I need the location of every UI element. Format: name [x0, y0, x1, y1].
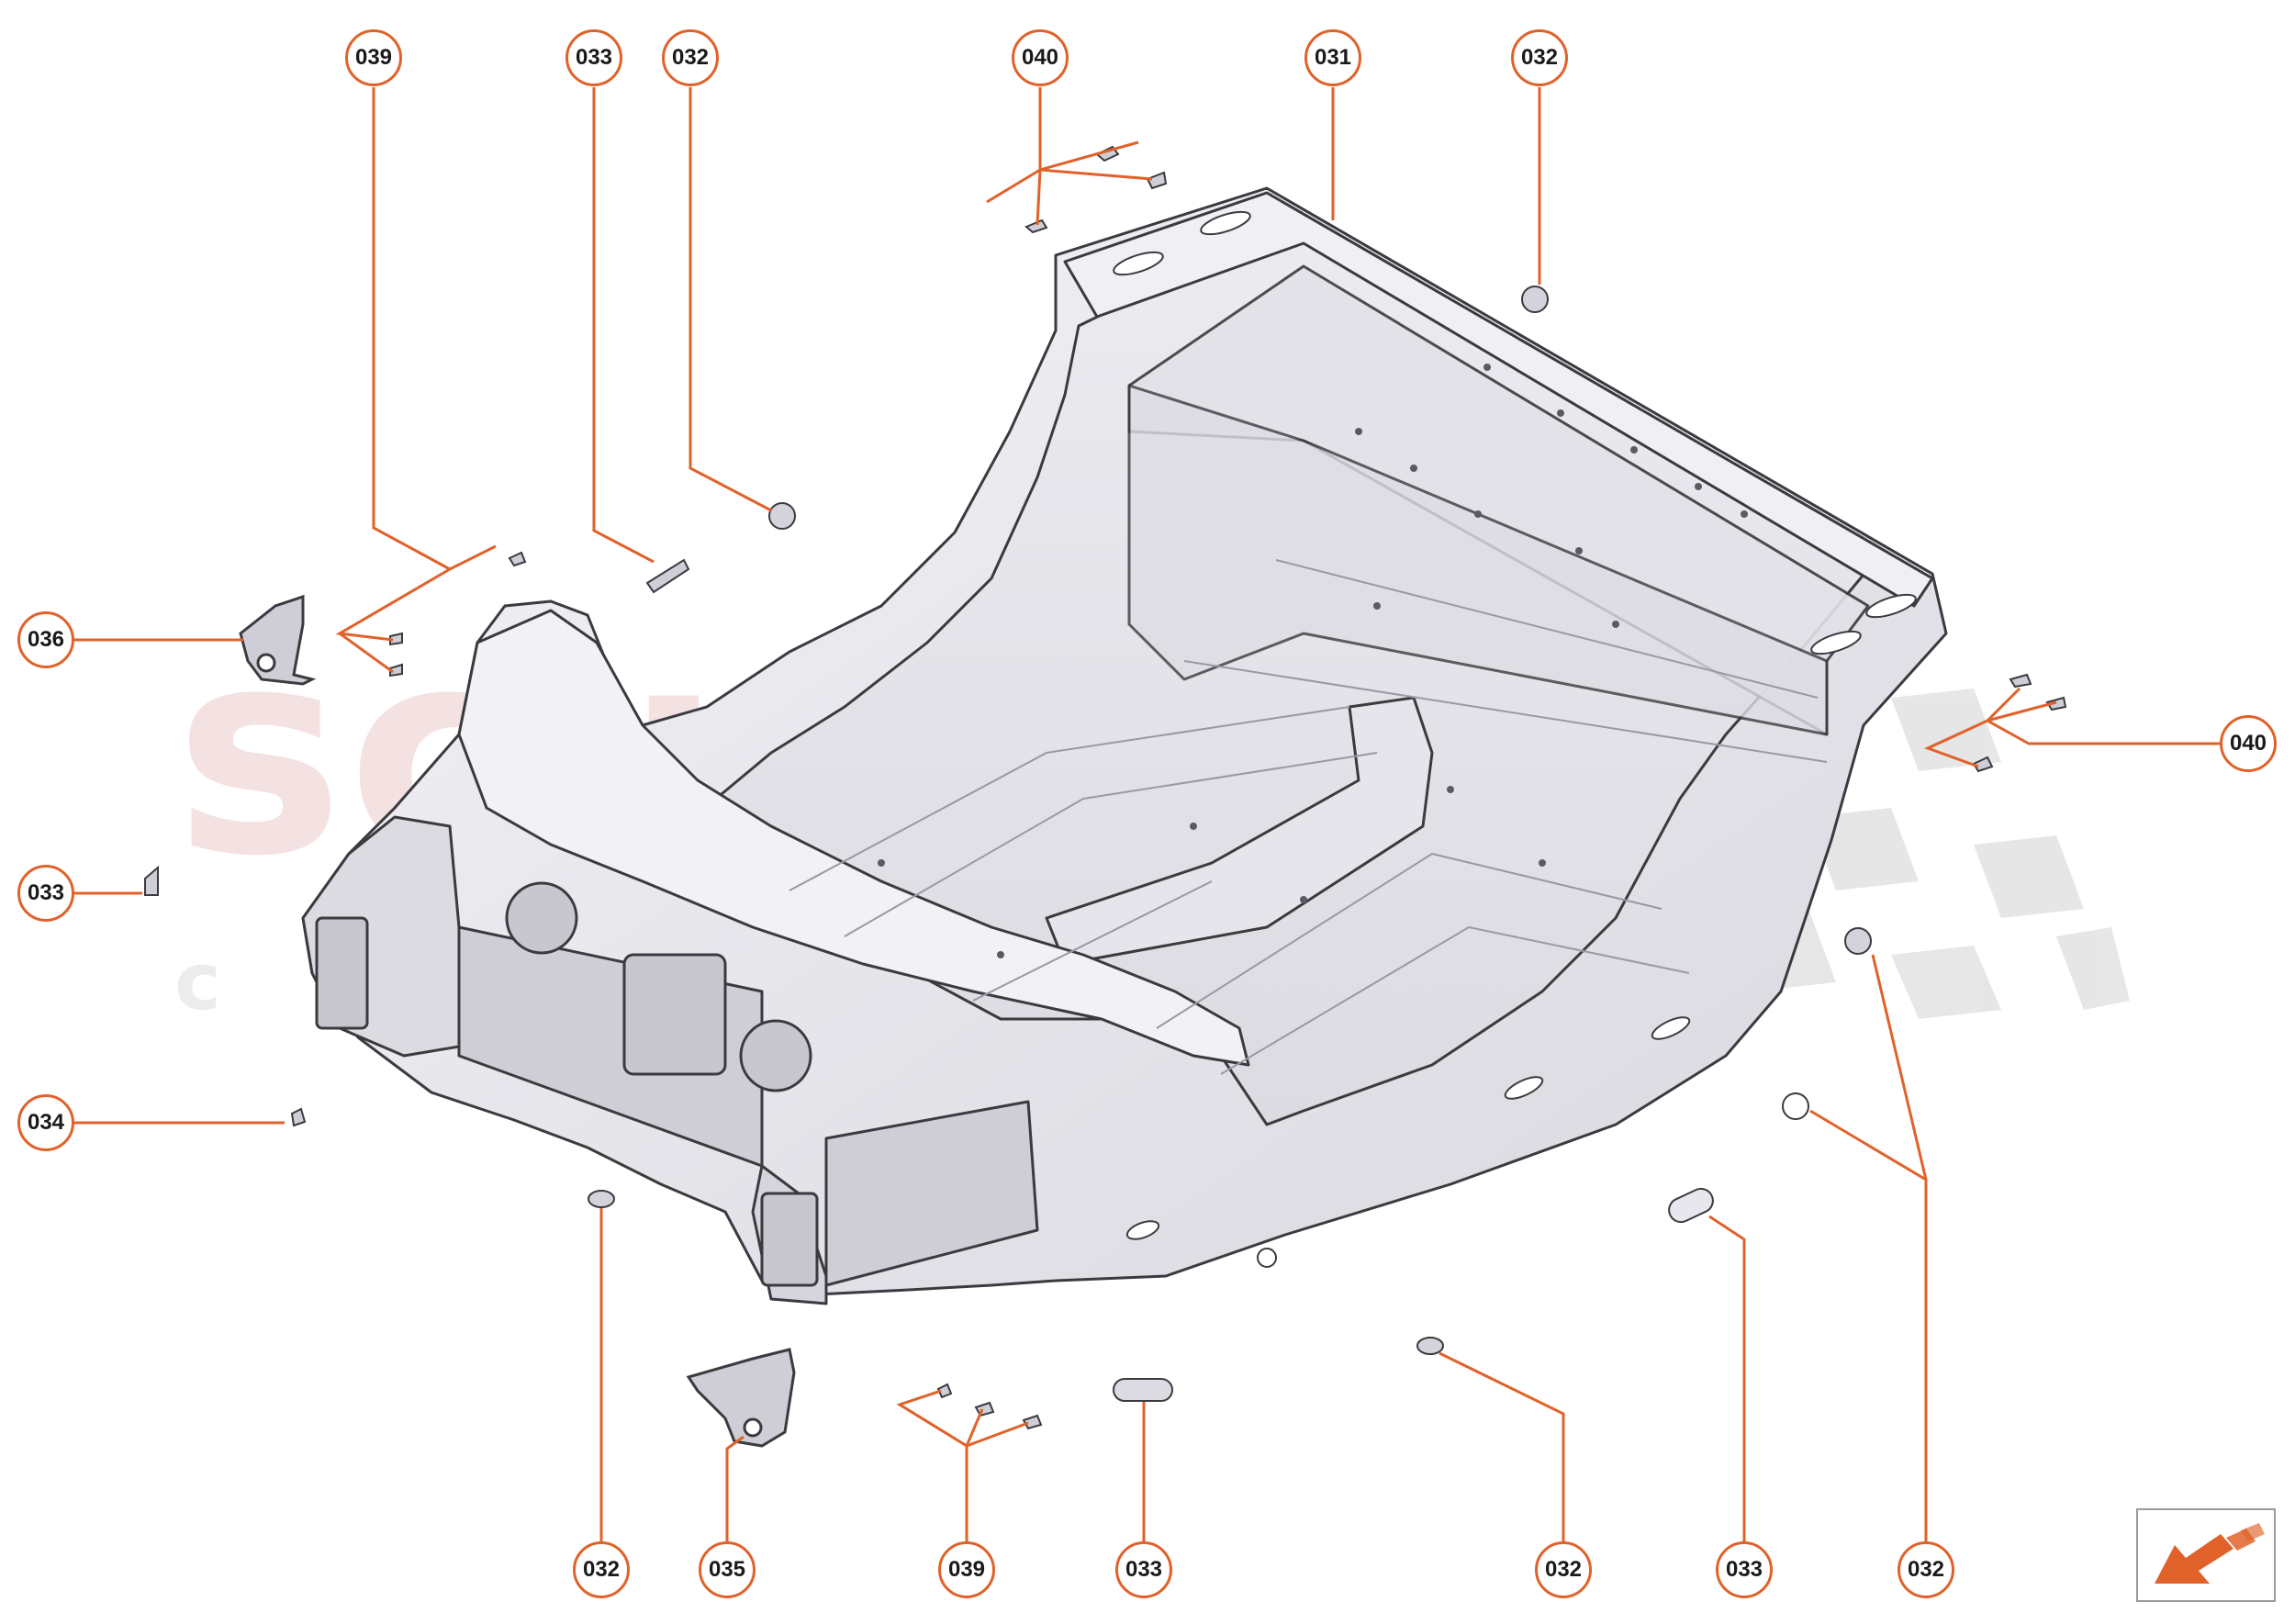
callout-033-left[interactable]: 033 — [17, 865, 74, 922]
view-navigation-button[interactable] — [2136, 1508, 2276, 1602]
callout-040-right[interactable]: 040 — [2220, 715, 2277, 772]
callout-039-bottom[interactable]: 039 — [938, 1541, 995, 1598]
leader-lines — [60, 87, 2234, 1547]
callout-033-bottom-right[interactable]: 033 — [1716, 1541, 1773, 1598]
callout-035-bottom[interactable]: 035 — [699, 1541, 756, 1598]
callout-034-left[interactable]: 034 — [17, 1094, 74, 1151]
callout-032-top-right[interactable]: 032 — [1511, 29, 1568, 86]
callout-039-top[interactable]: 039 — [345, 29, 402, 86]
callout-031-top[interactable]: 031 — [1304, 29, 1361, 86]
bracket-036-part — [239, 594, 317, 686]
callout-032-bottom[interactable]: 032 — [1535, 1541, 1592, 1598]
callout-032-bottom-right[interactable]: 032 — [1898, 1541, 1954, 1598]
chassis-tub-part — [301, 186, 1948, 1305]
callout-033-top[interactable]: 033 — [565, 29, 622, 86]
bracket-035-part — [686, 1348, 796, 1448]
callout-032-top[interactable]: 032 — [662, 29, 719, 86]
arrow-down-left-icon — [2155, 1523, 2265, 1584]
callout-033-bottom[interactable]: 033 — [1115, 1541, 1172, 1598]
callout-040-top[interactable]: 040 — [1012, 29, 1069, 86]
grommet-032-parts — [588, 286, 1872, 1355]
clip-033-parts — [144, 558, 1714, 1402]
small-clip-parts — [290, 145, 2067, 1430]
callout-032-bottom-left[interactable]: 032 — [573, 1541, 630, 1598]
callout-036-left[interactable]: 036 — [17, 611, 74, 668]
